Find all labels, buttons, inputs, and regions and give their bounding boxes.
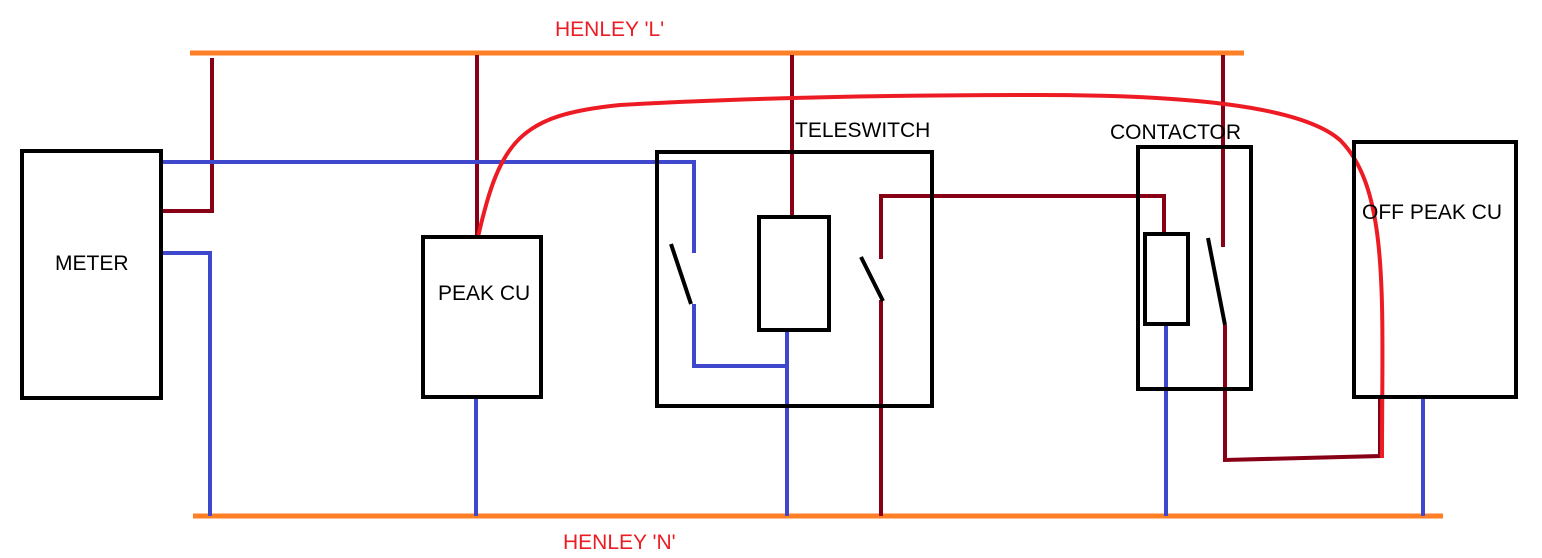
contactor-label: CONTACTOR <box>1110 121 1241 144</box>
meter-label: METER <box>55 252 129 275</box>
contactor-output-to-off-peak <box>1223 325 1382 463</box>
henley-n-label: HENLEY 'N' <box>563 531 676 554</box>
switched-live-cable <box>476 92 1385 459</box>
contactor-coil <box>1143 232 1190 326</box>
contactor-box <box>1136 145 1253 391</box>
meter-neutral-to-busbar <box>160 251 212 516</box>
teleswitch-box <box>655 150 934 408</box>
teleswitch-label: TELESWITCH <box>795 119 930 142</box>
meter-live-feed <box>160 58 214 213</box>
teleswitch-left-switch-blade <box>669 243 693 305</box>
peak-cu-label: PEAK CU <box>438 282 530 305</box>
off-peak-cu-label: OFF PEAK CU <box>1362 201 1502 224</box>
teleswitch-right-switch-blade <box>859 256 885 302</box>
meter-neutral-to-teleswitch <box>160 160 696 253</box>
teleswitch-output-to-contactor-coil <box>879 194 1166 259</box>
off-peak-cu-box <box>1352 140 1518 399</box>
peak-cu-box <box>421 235 543 399</box>
meter-box <box>20 149 163 400</box>
contactor-switch-blade <box>1206 237 1227 326</box>
live-wires <box>160 55 1382 516</box>
henley-l-label: HENLEY 'L' <box>555 18 664 41</box>
teleswitch-internal-neutral <box>692 304 787 368</box>
neutral-wires <box>160 160 1425 516</box>
teleswitch-coil <box>757 215 831 332</box>
